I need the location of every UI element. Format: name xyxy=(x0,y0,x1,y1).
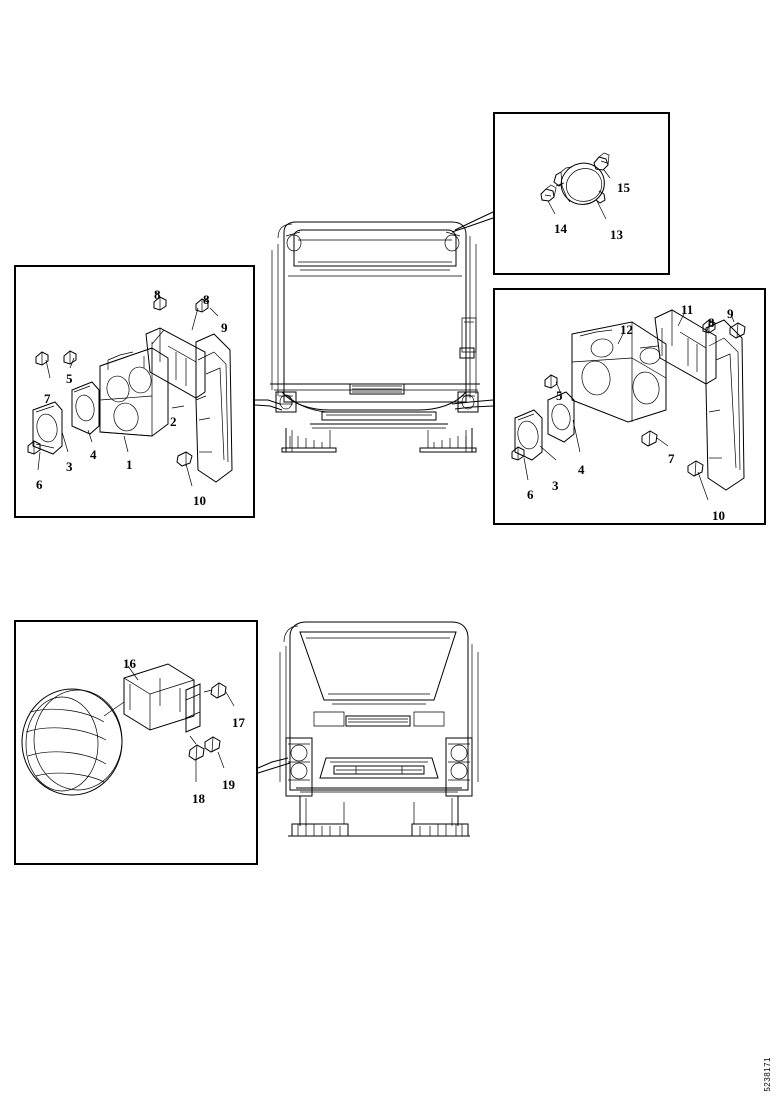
callout-11: 11 xyxy=(681,302,694,317)
callout-10: 10 xyxy=(193,493,206,508)
callout-9: 9 xyxy=(221,320,228,335)
callout-9-r: 9 xyxy=(727,306,734,321)
callout-13: 13 xyxy=(610,227,623,242)
callout-10-r: 10 xyxy=(712,508,725,523)
callout-19: 19 xyxy=(222,777,235,792)
detail-art-bottom-left xyxy=(21,663,235,796)
bus-rear-upper-art xyxy=(270,221,480,453)
callout-5-r: 5 xyxy=(556,388,563,403)
callout-1: 1 xyxy=(126,457,133,472)
detail-box-upper-right xyxy=(493,112,670,275)
bus-rear-lower-art xyxy=(279,621,479,837)
callout-3-r: 3 xyxy=(552,478,559,493)
detail-art-left xyxy=(27,291,233,487)
detail-art-right xyxy=(511,309,746,501)
callout-15: 15 xyxy=(617,180,630,195)
callout-8-a: 8 xyxy=(154,287,161,302)
connector-leaders xyxy=(254,211,494,774)
callout-16: 16 xyxy=(123,656,136,671)
detail-art-upper-right xyxy=(540,152,611,220)
callout-4: 4 xyxy=(90,447,97,462)
callout-12: 12 xyxy=(620,322,633,337)
drawing-number: 5238171 xyxy=(763,1057,772,1092)
leaders-left xyxy=(37,291,219,487)
callout-3: 3 xyxy=(66,459,73,474)
detail-box-spare-wheel-bracket xyxy=(14,620,258,865)
callout-6: 6 xyxy=(36,477,43,492)
callout-8-b: 8 xyxy=(203,292,210,307)
fasteners-left xyxy=(27,296,209,467)
callout-5: 5 xyxy=(66,371,73,386)
fasteners-right xyxy=(511,319,746,477)
callout-7-r: 7 xyxy=(668,451,675,466)
callout-8-r: 8 xyxy=(708,315,715,330)
detail-box-right-lamp-assembly xyxy=(493,288,766,525)
leaders-right xyxy=(523,313,735,501)
callout-18: 18 xyxy=(192,791,205,806)
callout-6-r: 6 xyxy=(527,487,534,502)
callout-14: 14 xyxy=(554,221,567,236)
detail-box-left-lamp-assembly xyxy=(14,265,255,518)
callout-17: 17 xyxy=(232,715,245,730)
callout-2: 2 xyxy=(170,414,177,429)
callout-7: 7 xyxy=(44,391,51,406)
callout-4-r: 4 xyxy=(578,462,585,477)
